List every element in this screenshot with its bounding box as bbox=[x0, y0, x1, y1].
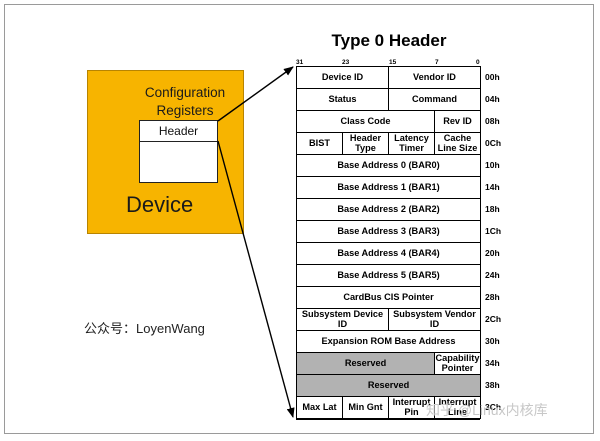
register-offset: 3Ch bbox=[485, 402, 502, 412]
registers-body-box bbox=[139, 141, 218, 183]
register-offset: 04h bbox=[485, 94, 500, 104]
bit-label: 7 bbox=[435, 59, 439, 66]
register-offset: 10h bbox=[485, 160, 500, 170]
header-box: Header bbox=[139, 120, 218, 142]
wechat-label: 公众号：LoyenWang bbox=[84, 321, 205, 336]
arrow-to-table-top bbox=[217, 66, 294, 122]
diagram-frame bbox=[4, 4, 594, 434]
register-offset: 18h bbox=[485, 204, 500, 214]
register-offset: 08h bbox=[485, 116, 500, 126]
bit-label: 15 bbox=[389, 59, 397, 66]
register-offset: 30h bbox=[485, 336, 500, 346]
register-offset: 2Ch bbox=[485, 314, 502, 324]
register-offset: 24h bbox=[485, 270, 500, 280]
table-title: Type 0 Header bbox=[331, 31, 447, 50]
register-offset: 0Ch bbox=[485, 138, 502, 148]
register-offset: 20h bbox=[485, 248, 500, 258]
device-label: Device bbox=[126, 192, 194, 217]
register-field: Header Type bbox=[342, 132, 389, 155]
register-offset: 14h bbox=[485, 182, 500, 192]
bit-label: 31 bbox=[296, 59, 304, 66]
bit-label: 0 bbox=[476, 59, 480, 66]
arrow-to-table-bottom bbox=[217, 140, 295, 418]
register-offset: 00h bbox=[485, 72, 500, 82]
configuration-registers-label: Configuration Registers bbox=[144, 85, 226, 118]
register-offset: 38h bbox=[485, 380, 500, 390]
register-field: Interrupt Line bbox=[434, 396, 481, 419]
bit-label: 23 bbox=[342, 59, 350, 66]
register-field: Interrupt Pin bbox=[388, 396, 435, 419]
register-offset: 28h bbox=[485, 292, 500, 302]
register-offset: 34h bbox=[485, 358, 500, 368]
register-offset: 1Ch bbox=[485, 226, 502, 236]
watermark-text: 知乎 @Linux内核库 bbox=[426, 402, 548, 418]
